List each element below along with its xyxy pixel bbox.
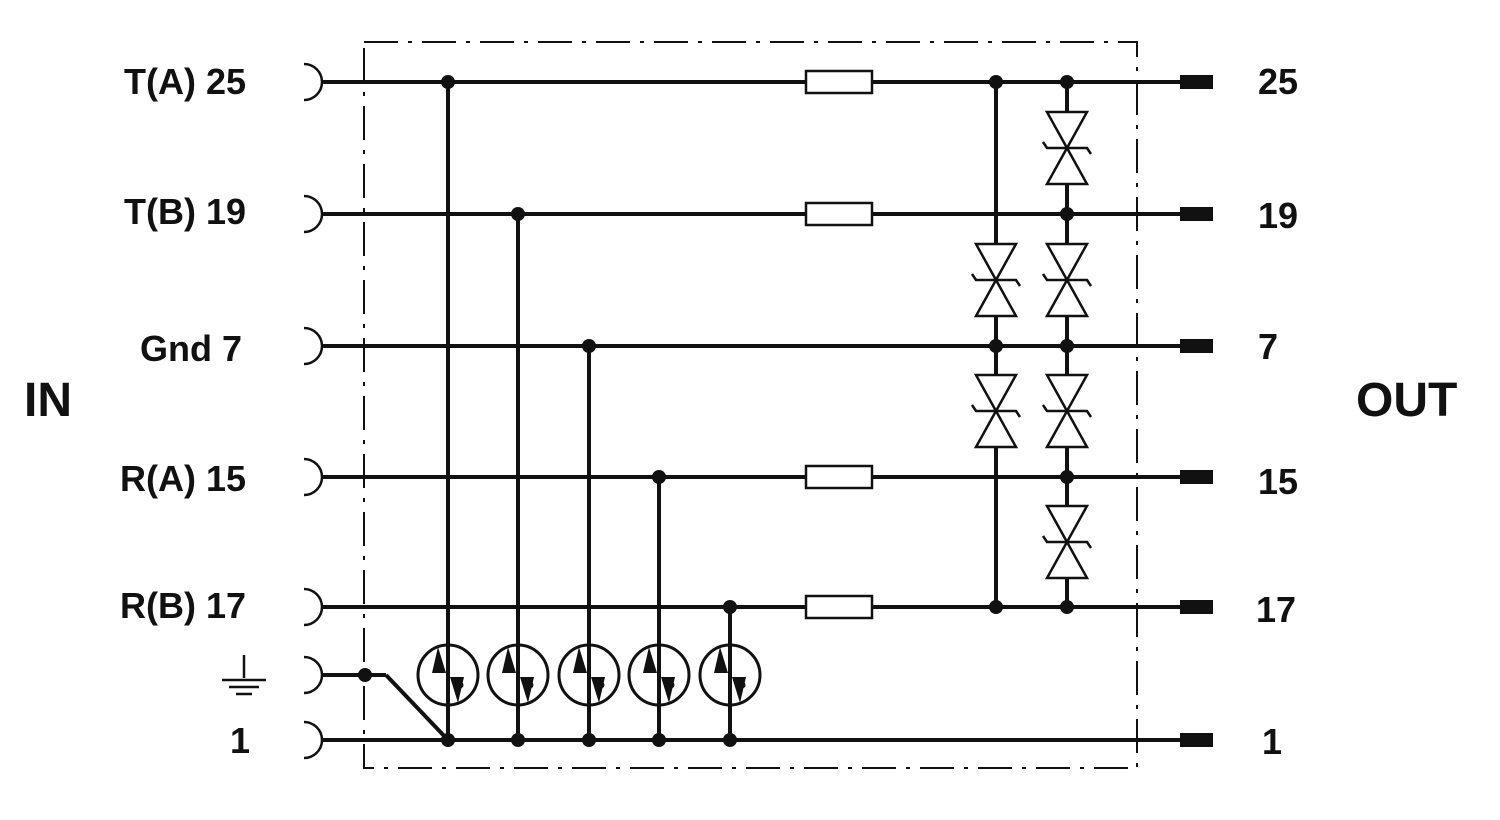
junction-node [723,733,737,747]
junction-node [1060,470,1074,484]
input-label-1: 1 [230,720,250,761]
resistor-icon [804,69,874,95]
junction-node [441,733,455,747]
earth-ground-icon [222,655,266,696]
output-terminal-icon [1180,600,1213,614]
gdt-taps [446,82,732,740]
input-socket-icon [303,720,324,760]
output-label-19: 19 [1258,195,1298,236]
junction-node [989,600,1003,614]
line-earth-diagonal [384,673,450,742]
junction-node [511,207,525,221]
tvs-diode-icon [970,242,1022,318]
input-socket-icon [303,194,324,234]
output-label-15: 15 [1258,461,1298,502]
output-terminals [1180,75,1213,747]
input-label-tb: T(B) 19 [124,191,246,232]
resistors [804,69,874,620]
input-socket-icon [303,587,324,627]
gas-discharge-tube-icon [698,643,762,707]
out-label: OUT [1356,374,1457,427]
resistor-icon [804,464,874,490]
gas-discharge-tube-icon [416,643,480,707]
tvs-diode-icon [970,373,1022,449]
gas-discharge-tube-icon [486,643,550,707]
junction-node [652,470,666,484]
tvs-diodes [970,110,1093,580]
junction-node [1060,600,1074,614]
protection-module-enclosure [363,41,1138,769]
input-socket-icon [303,326,324,366]
in-label: IN [24,374,72,427]
tvs-diode-icon [1041,373,1093,449]
input-label-gnd: Gnd 7 [140,328,242,369]
tvs-diode-icon [1041,242,1093,318]
gas-discharge-tubes [416,643,762,707]
output-terminal-icon [1180,733,1213,747]
junction-node [989,75,1003,89]
junction-node [1060,339,1074,353]
input-label-rb: R(B) 17 [120,585,246,626]
resistor-icon [804,201,874,227]
input-sockets [303,62,324,760]
signal-lines [322,80,1180,742]
output-terminal-icon [1180,470,1213,484]
tvs-diode-icon [1041,504,1093,580]
output-label-1: 1 [1262,721,1282,762]
junction-node [582,733,596,747]
output-terminal-icon [1180,339,1213,353]
junction-node [989,339,1003,353]
junction-node [582,339,596,353]
tvs-diode-icon [1041,110,1093,186]
output-label-7: 7 [1258,326,1278,367]
junction-nodes [358,75,1074,747]
junction-node [358,668,372,682]
input-socket-icon [303,655,324,695]
junction-node [1060,75,1074,89]
input-socket-icon [303,457,324,497]
junction-node [1060,207,1074,221]
resistor-icon [804,594,874,620]
gas-discharge-tube-icon [627,643,691,707]
output-terminal-icon [1180,207,1213,221]
output-label-25: 25 [1258,61,1298,102]
input-socket-icon [303,62,324,102]
gas-discharge-tube-icon [557,643,621,707]
input-label-ta: T(A) 25 [124,61,246,102]
junction-node [511,733,525,747]
junction-node [441,75,455,89]
output-terminal-icon [1180,75,1213,89]
output-label-17: 17 [1256,589,1296,630]
input-label-ra: R(A) 15 [120,458,246,499]
junction-node [723,600,737,614]
junction-node [652,733,666,747]
